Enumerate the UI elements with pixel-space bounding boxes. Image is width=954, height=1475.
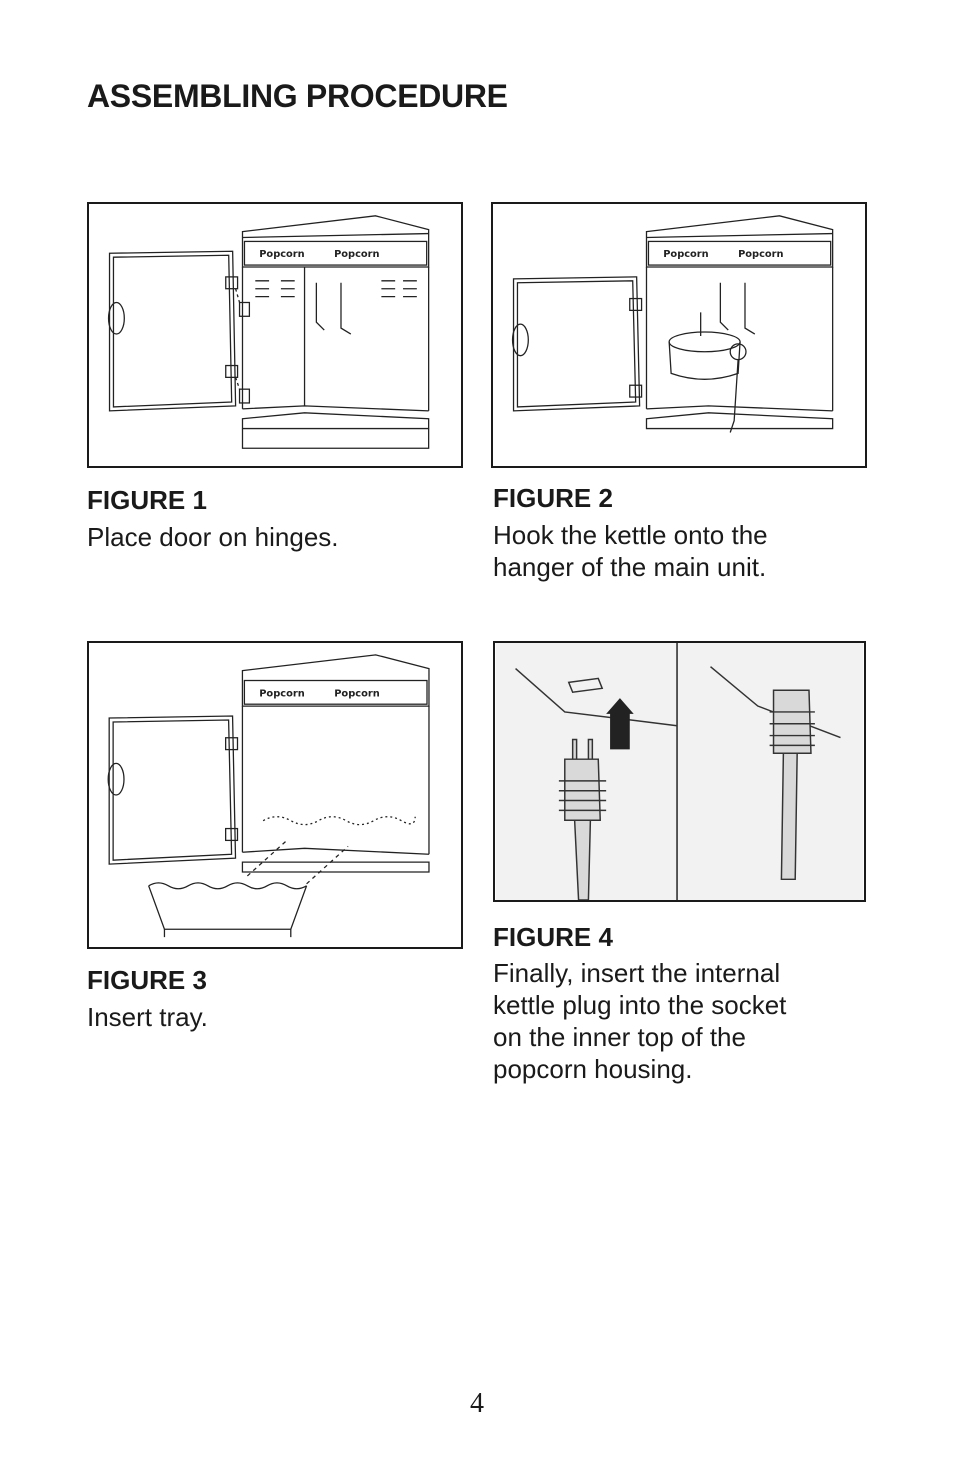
figure-3-caption: Insert tray. (87, 1002, 208, 1032)
page-number: 4 (470, 1388, 484, 1419)
brand-label: Popcorn (259, 688, 305, 699)
figure-2-illustration: Popcorn Popcorn (491, 202, 867, 468)
figure-4-illustration (493, 641, 866, 902)
popcorn-machine-tray-drawing: Popcorn Popcorn (107, 654, 430, 938)
brand-label: Popcorn (259, 249, 304, 260)
kettle-plug-photo (495, 643, 864, 900)
popcorn-machine-kettle-drawing: Popcorn Popcorn (511, 215, 834, 433)
figure-2-caption: Hook the kettle onto the hanger of the m… (493, 520, 768, 582)
figure-1-caption: Place door on hinges. (87, 522, 339, 552)
brand-label: Popcorn (738, 249, 783, 260)
figure-3-title: FIGURE 3 (87, 965, 207, 995)
figure-4-caption: Finally, insert the internal kettle plug… (493, 958, 787, 1084)
page-title: ASSEMBLING PROCEDURE (87, 78, 508, 114)
figure-2-title: FIGURE 2 (493, 483, 613, 513)
figure-3-illustration: Popcorn Popcorn (87, 641, 463, 949)
brand-label: Popcorn (334, 688, 380, 699)
figure-4-title: FIGURE 4 (493, 922, 613, 952)
figure-1-illustration: Popcorn Popcorn (87, 202, 463, 468)
arrow-up-icon (610, 711, 630, 750)
figure-1-title: FIGURE 1 (87, 485, 207, 515)
brand-label: Popcorn (334, 249, 379, 260)
brand-label: Popcorn (663, 249, 708, 260)
popcorn-machine-door-drawing: Popcorn Popcorn (107, 215, 430, 449)
arrow-up-icon-head (606, 698, 634, 714)
